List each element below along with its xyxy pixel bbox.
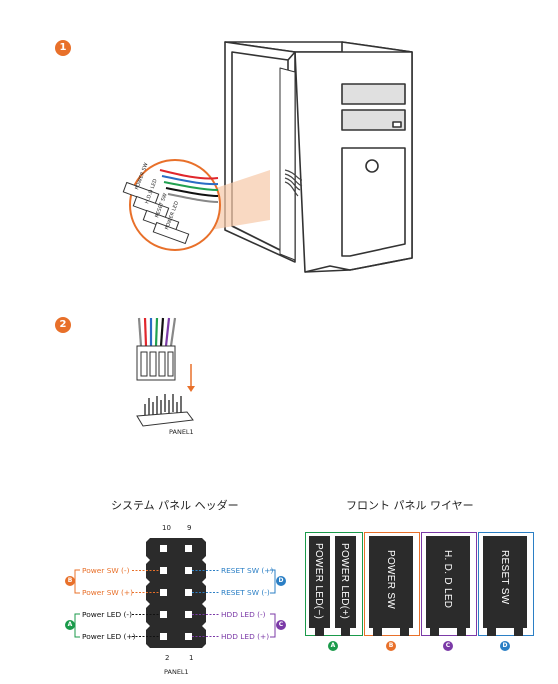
label-reset-sw-minus: RESET SW (-) (221, 588, 270, 597)
connector-reset-sw: RESET SW (483, 536, 527, 628)
pin-number-1: 1 (189, 654, 194, 662)
connector-label-hdd-led: H. D. D LED (442, 550, 453, 609)
connector-tab-a1 (315, 628, 324, 636)
connector-group-d (478, 532, 534, 636)
pin-number-2: 2 (165, 654, 170, 662)
connector-badge-a: A (328, 641, 338, 651)
step-1-badge: 1 (55, 40, 71, 56)
connector-power-led-minus: POWER LED(−) (309, 536, 330, 628)
connector-tab-d1 (487, 628, 496, 636)
group-badge-d: D (276, 576, 286, 586)
connector-tab-b1 (373, 628, 382, 636)
pc-case-illustration: POWER SW H.D.D LED RESET SW POWER LED (122, 41, 413, 273)
connector-badge-c: C (443, 641, 453, 651)
step-2-badge: 2 (55, 317, 71, 333)
connector-power-sw: POWER SW (369, 536, 413, 628)
pin-number-9: 9 (187, 524, 192, 532)
connector-tab-d2 (514, 628, 523, 636)
panel-header-diagram (74, 538, 276, 648)
group-badge-c: C (276, 620, 286, 630)
connector-badge-b: B (386, 641, 396, 651)
connector-label-power-led-minus: POWER LED(−) (313, 543, 324, 620)
connector-group-c (421, 532, 477, 636)
connector-tab-c2 (457, 628, 466, 636)
label-hdd-led-plus: HDD LED (+) (221, 632, 270, 641)
label-power-sw-minus: Power SW (-) (82, 566, 130, 575)
connector-label-power-led-plus: POWER LED(+) (339, 543, 350, 620)
connector-group-a (305, 532, 363, 636)
connector-label-power-sw: POWER SW (385, 550, 396, 610)
connector-power-led-plus: POWER LED(+) (335, 536, 356, 628)
system-panel-header-title: システム パネル ヘッダー (111, 499, 239, 512)
panel1-label-step2: PANEL1 (169, 428, 194, 436)
connector-insert-illustration: PANEL1 (136, 317, 195, 436)
connector-label-reset-sw: RESET SW (499, 550, 510, 605)
label-reset-sw-plus: RESET SW (+) (221, 566, 274, 575)
label-power-led-plus: Power LED (+) (82, 632, 136, 641)
panel1-label: PANEL1 (164, 668, 189, 676)
connector-tab-a2 (341, 628, 350, 636)
connector-hdd-led: H. D. D LED (426, 536, 470, 628)
pin-number-10: 10 (162, 524, 171, 532)
connector-tab-c1 (430, 628, 439, 636)
group-badge-b: B (65, 576, 75, 586)
label-hdd-led-minus: HDD LED (-) (221, 610, 266, 619)
connector-tab-b2 (400, 628, 409, 636)
label-power-sw-plus: Power SW (+) (82, 588, 134, 597)
group-badge-a: A (65, 620, 75, 630)
connector-group-b (364, 532, 420, 636)
connector-badge-d: D (500, 641, 510, 651)
label-power-led-minus: Power LED (-) (82, 610, 132, 619)
front-panel-wires-title: フロント パネル ワイヤー (346, 499, 474, 512)
